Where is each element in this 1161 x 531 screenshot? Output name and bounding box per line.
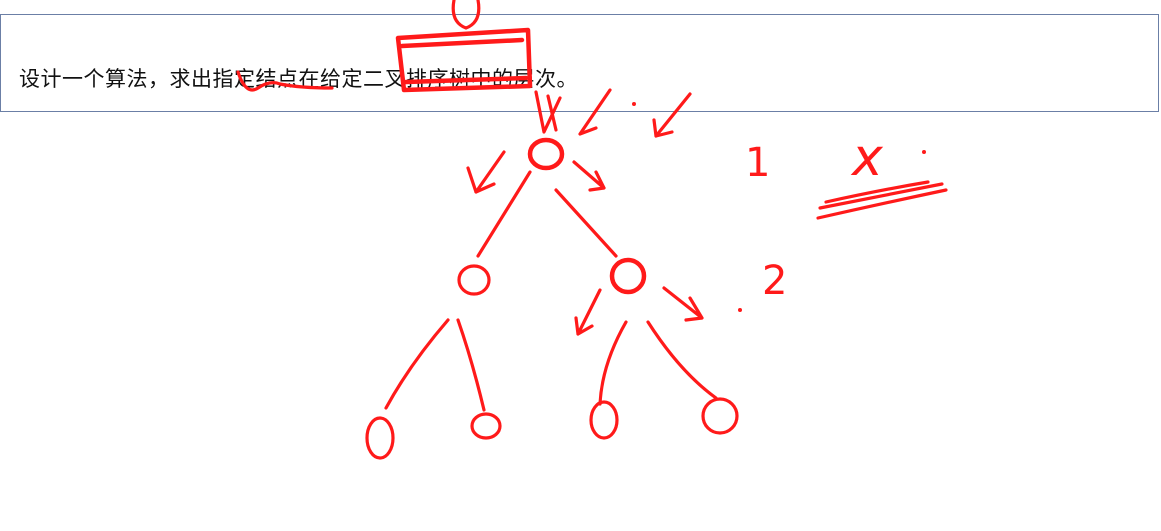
- level-2-label: 2: [762, 258, 788, 304]
- arrow-root-3: [578, 88, 612, 136]
- edge-left-child-leaf2: [456, 318, 486, 412]
- leaf-node-2: [470, 412, 502, 440]
- edge-right-child-leaf1: [598, 320, 628, 406]
- top-arrow: [451, 0, 481, 30]
- x-underline-scribble: [816, 180, 948, 220]
- highlight-box: [395, 27, 533, 93]
- dot-3: [922, 150, 926, 154]
- x-variable-label: x: [852, 128, 883, 188]
- arrow-root-1: [534, 90, 562, 134]
- edge-root-left: [476, 170, 532, 258]
- leaf-node-1: [365, 416, 395, 460]
- edge-right-child-leaf2: [646, 320, 718, 400]
- edge-root-right: [554, 188, 618, 258]
- arrow-left-of-root: [466, 150, 506, 194]
- leaf-node-3: [589, 400, 619, 440]
- underline-squiggle: [236, 70, 334, 92]
- arrow-right-child-left: [574, 288, 602, 336]
- root-node: [527, 137, 565, 171]
- question-box: 设计一个算法，求出指定结点在给定二叉排序树中的层次。: [0, 14, 1159, 112]
- right-child-node: [609, 257, 647, 295]
- leaf-node-4: [701, 397, 739, 435]
- arrow-right-child-right: [662, 286, 704, 322]
- arrow-right-of-root: [572, 160, 606, 192]
- edge-left-child-leaf1: [384, 318, 450, 410]
- arrow-root-4: [652, 92, 692, 138]
- left-child-node: [457, 264, 491, 296]
- dot-1: [632, 102, 636, 106]
- level-1-label: 1: [745, 140, 771, 186]
- dot-2: [738, 308, 742, 312]
- arrow-root-2: [546, 94, 558, 132]
